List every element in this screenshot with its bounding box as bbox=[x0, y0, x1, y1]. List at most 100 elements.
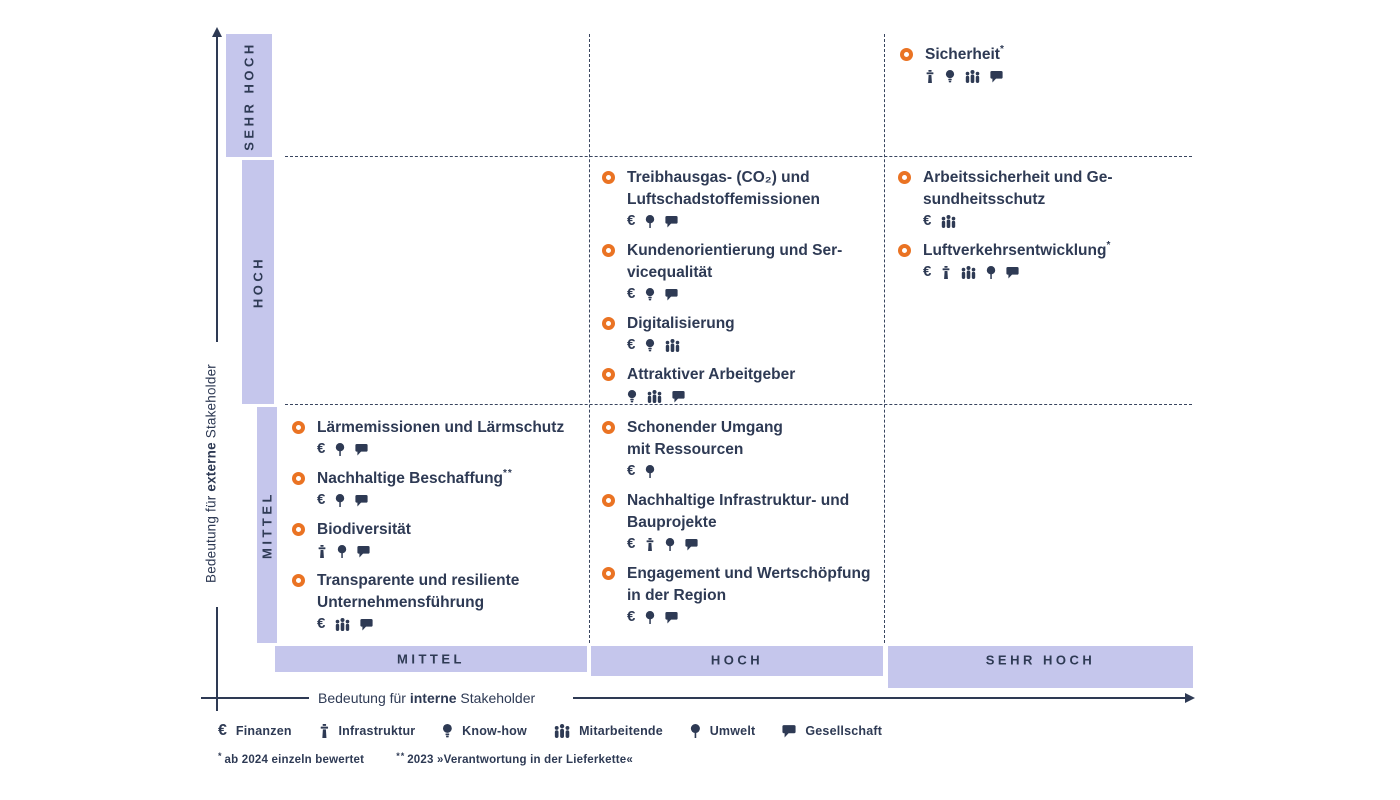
matrix-cell-external-hoch-internal-hoch: Treibhausgas- (CO₂) und Luftschadstoffem… bbox=[602, 167, 878, 415]
umwelt-icon bbox=[645, 610, 655, 624]
mitarbeitende-icon bbox=[941, 214, 956, 228]
knowhow-icon bbox=[645, 338, 655, 352]
umwelt-icon bbox=[665, 537, 675, 551]
mitarbeitende-icon bbox=[554, 724, 570, 738]
grid-divider-vertical-1 bbox=[589, 34, 590, 643]
umwelt-icon bbox=[337, 544, 347, 558]
matrix-item: Luftverkehrsentwicklung* € bbox=[898, 240, 1193, 279]
grid-divider-horizontal-1 bbox=[285, 156, 1192, 157]
legend: €Finanzen Infrastruktur Know-how Mitarbeite… bbox=[218, 722, 882, 740]
legend-label: Infrastruktur bbox=[338, 724, 416, 738]
dimension-icons bbox=[925, 69, 1005, 83]
umwelt-icon bbox=[335, 493, 345, 507]
matrix-cell-external-mittel-internal-hoch: Schonender Umgang mit Ressourcen € Nachhal… bbox=[602, 417, 882, 636]
legend-label: Know-how bbox=[462, 724, 527, 738]
x-axis-arrow-icon bbox=[1185, 693, 1195, 703]
item-title: Arbeitssicherheit und Ge- sundheitsschut… bbox=[923, 169, 1113, 208]
x-band-sehr-hoch: SEHR HOCH bbox=[888, 646, 1193, 688]
matrix-item: Lärmemissionen und Lärmschutz € bbox=[292, 417, 588, 456]
finanzen-icon: € bbox=[627, 608, 636, 625]
legend-item-gesellschaft: Gesellschaft bbox=[782, 724, 882, 738]
gesellschaft-icon bbox=[665, 611, 678, 624]
legend-label: Umwelt bbox=[709, 724, 756, 738]
bullet-icon bbox=[602, 494, 615, 507]
gesellschaft-icon bbox=[357, 545, 370, 558]
matrix-item: Kundenorientierung und Ser- vicequalität… bbox=[602, 240, 878, 301]
matrix-item: Digitalisierung€ bbox=[602, 313, 878, 352]
gesellschaft-icon bbox=[665, 288, 678, 301]
finanzen-icon: € bbox=[317, 491, 326, 508]
item-title: Transparente und resiliente Unternehmens… bbox=[317, 572, 520, 611]
gesellschaft-icon bbox=[672, 390, 685, 403]
mitarbeitende-icon bbox=[647, 389, 662, 403]
bullet-icon bbox=[602, 421, 615, 434]
dimension-icons: € bbox=[627, 535, 849, 552]
matrix-item: Biodiversität bbox=[292, 519, 588, 558]
bullet-icon bbox=[602, 368, 615, 381]
item-title: Nachhaltige Infrastruktur- und Bauprojek… bbox=[627, 492, 850, 531]
item-title: Biodiversität bbox=[317, 521, 411, 538]
finanzen-icon: € bbox=[627, 535, 636, 552]
legend-label: Finanzen bbox=[235, 724, 292, 738]
item-title: Schonender Umgang mit Ressourcen bbox=[627, 419, 783, 458]
matrix-item: Engagement und Wertschöpfung in der Regi… bbox=[602, 563, 882, 624]
bullet-icon bbox=[900, 48, 913, 61]
dimension-icons: € bbox=[317, 441, 564, 456]
y-axis-arrow-icon bbox=[212, 27, 222, 37]
item-title: Luftverkehrsentwicklung* bbox=[923, 239, 1112, 259]
bullet-icon bbox=[292, 523, 305, 536]
dimension-icons: € bbox=[317, 616, 519, 631]
gesellschaft-icon bbox=[1006, 266, 1019, 279]
bullet-icon bbox=[602, 567, 615, 580]
y-axis-line-upper bbox=[216, 36, 218, 342]
gesellschaft-icon bbox=[355, 443, 368, 456]
mitarbeitende-icon bbox=[665, 338, 680, 352]
x-axis-line-right bbox=[573, 697, 1185, 699]
item-title: Kundenorientierung und Ser- vicequalität bbox=[627, 242, 843, 281]
finanzen-icon: € bbox=[627, 462, 636, 479]
finanzen-icon: € bbox=[923, 263, 932, 280]
grid-divider-horizontal-2 bbox=[285, 404, 1192, 405]
matrix-item: Attraktiver Arbeitgeber bbox=[602, 364, 878, 403]
dimension-icons: € bbox=[627, 462, 783, 479]
item-title: Lärmemissionen und Lärmschutz bbox=[317, 419, 565, 436]
legend-item-mitarbeitende: Mitarbeitende bbox=[554, 724, 663, 738]
umwelt-icon bbox=[690, 724, 701, 738]
gesellschaft-icon bbox=[360, 618, 373, 631]
matrix-item: Nachhaltige Beschaffung**€ bbox=[292, 468, 588, 507]
y-axis-line-lower bbox=[216, 607, 218, 711]
matrix-item: Arbeitssicherheit und Ge- sundheitsschut… bbox=[898, 167, 1193, 228]
matrix-cell-external-mittel-internal-mittel: Lärmemissionen und Lärmschutz€Nachhaltig… bbox=[292, 417, 588, 643]
item-title: Sicherheit* bbox=[925, 43, 1005, 63]
item-title: Engagement und Wertschöpfung in der Regi… bbox=[627, 565, 871, 604]
dimension-icons: € bbox=[627, 213, 820, 228]
item-title: Attraktiver Arbeitgeber bbox=[627, 366, 796, 383]
item-title: Treibhausgas- (CO₂) und Luftschadstoffem… bbox=[627, 169, 820, 208]
dimension-icons: € bbox=[627, 286, 842, 301]
footnotes: *ab 2024 einzeln bewertet**2023 »Verantw… bbox=[218, 750, 633, 766]
matrix-cell-external-hoch-internal-sehr-hoch: Arbeitssicherheit und Ge- sundheitsschut… bbox=[898, 167, 1193, 291]
matrix-item: Sicherheit* bbox=[900, 44, 1200, 83]
umwelt-icon bbox=[986, 265, 996, 279]
umwelt-icon bbox=[645, 464, 655, 478]
gesellschaft-icon bbox=[685, 538, 698, 551]
legend-label: Gesellschaft bbox=[805, 724, 883, 738]
x-band-hoch: HOCH bbox=[591, 646, 883, 676]
dimension-icons: € bbox=[627, 608, 870, 625]
legend-item-infrastruktur: Infrastruktur bbox=[319, 724, 416, 738]
bullet-icon bbox=[898, 171, 911, 184]
matrix-item: Schonender Umgang mit Ressourcen € bbox=[602, 417, 882, 478]
grid-divider-vertical-2 bbox=[884, 34, 885, 643]
y-band-sehr-hoch: SEHR HOCH bbox=[226, 34, 272, 157]
dimension-icons: € bbox=[923, 263, 1111, 280]
legend-label: Mitarbeitende bbox=[579, 724, 663, 738]
bullet-icon bbox=[602, 244, 615, 257]
gesellschaft-icon bbox=[990, 70, 1003, 83]
footnote: **2023 »Verantwortung in der Lieferkette… bbox=[396, 751, 633, 766]
legend-item-umwelt: Umwelt bbox=[690, 724, 755, 738]
y-axis-label: Bedeutung für externe Stakeholder bbox=[203, 364, 219, 584]
knowhow-icon bbox=[645, 287, 655, 301]
infrastruktur-icon bbox=[941, 265, 951, 279]
legend-item-finanzen: €Finanzen bbox=[218, 722, 292, 740]
